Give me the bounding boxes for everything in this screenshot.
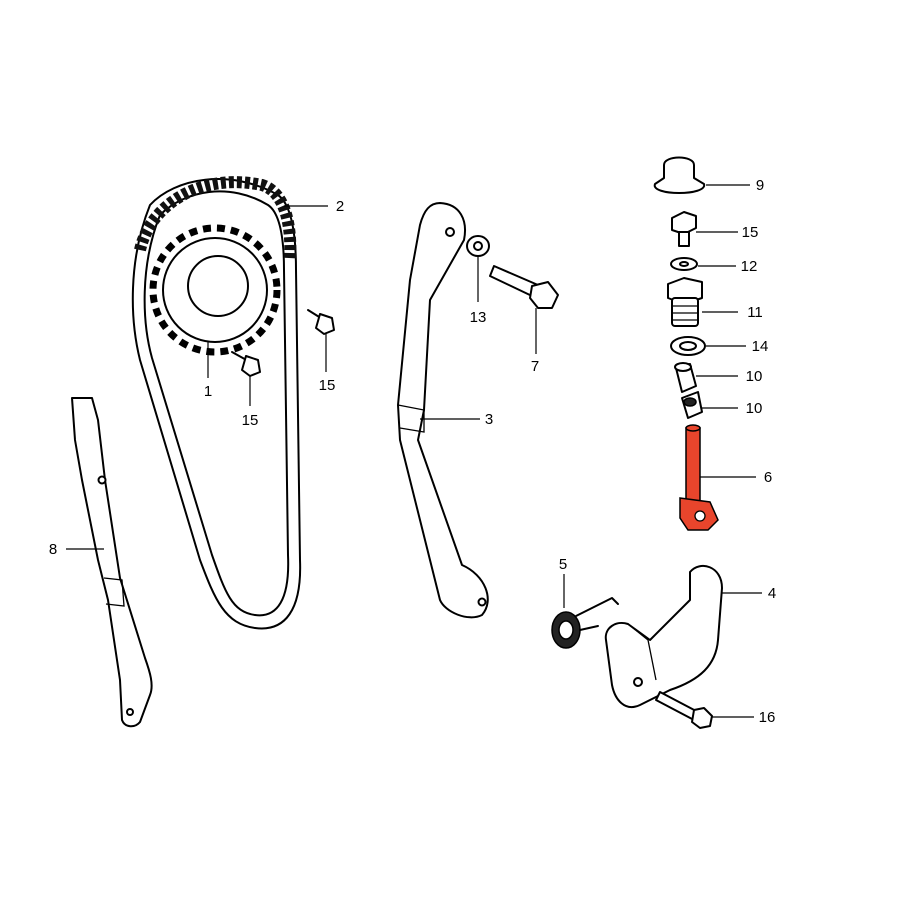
callout-13: 13: [470, 309, 487, 326]
callout-16: 16: [759, 709, 776, 726]
sealing-cap-9[interactable]: [653, 156, 705, 194]
tensioner-slipper[interactable]: [397, 202, 489, 619]
chain-guide[interactable]: [71, 397, 153, 728]
pivot-bolt-7[interactable]: [489, 265, 559, 309]
callout-15-left: 15: [242, 412, 259, 429]
bolt-15-right[interactable]: [671, 211, 697, 247]
tensioner-bolt-11[interactable]: [667, 277, 703, 327]
callout-6: 6: [764, 469, 772, 486]
tensioner-spring-5[interactable]: [551, 597, 619, 649]
cam-sprocket[interactable]: [149, 224, 281, 356]
callout-labels: 1 2 3 4 5 6 7 8 9 10 10 11 12 13 14 15 1…: [49, 177, 776, 726]
callout-11: 11: [747, 304, 763, 321]
callout-15-center: 15: [319, 377, 336, 394]
bolt-15-center[interactable]: [307, 309, 335, 335]
washer-12[interactable]: [670, 257, 698, 271]
tensioner-arm-4[interactable]: [604, 564, 723, 708]
callout-8: 8: [49, 541, 57, 558]
callout-4: 4: [768, 585, 776, 602]
washer-13[interactable]: [466, 235, 490, 257]
callout-1: 1: [204, 383, 212, 400]
callout-9: 9: [756, 177, 764, 194]
callout-12: 12: [741, 258, 758, 275]
collar-10-lower[interactable]: [681, 391, 703, 419]
pivot-bolt-16[interactable]: [655, 691, 713, 729]
callout-15-right: 15: [742, 224, 759, 241]
collar-10-upper[interactable]: [674, 362, 697, 393]
callout-3: 3: [485, 411, 493, 428]
cam-chain[interactable]: [131, 176, 302, 630]
bolt-15-left[interactable]: [231, 351, 261, 377]
tensioner-push-rod-6[interactable]: [679, 424, 719, 531]
leader-lines: [66, 184, 762, 718]
callout-7: 7: [531, 358, 539, 375]
callout-10-upper: 10: [746, 368, 763, 385]
callout-14: 14: [752, 338, 769, 355]
callout-5: 5: [559, 556, 567, 573]
callout-2: 2: [336, 198, 344, 215]
washer-14[interactable]: [670, 336, 706, 356]
callout-10-lower: 10: [746, 400, 763, 417]
